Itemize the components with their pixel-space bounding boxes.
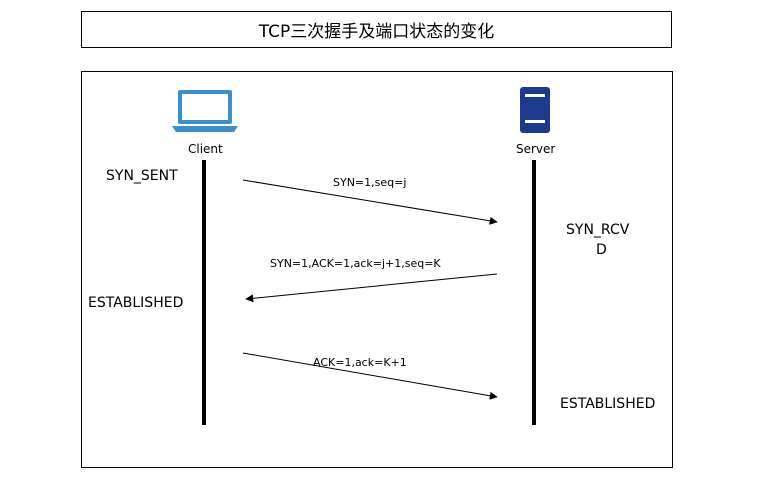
message-label-ack: ACK=1,ack=K+1 (313, 356, 407, 369)
arrow-syn-ack (245, 273, 498, 303)
diagram-title-text: TCP三次握手及端口状态的变化 (258, 22, 495, 42)
client-state-syn-sent: SYN_SENT (106, 168, 178, 184)
server-icon (520, 87, 550, 133)
server-lifeline (532, 160, 536, 425)
server-state-syn-rcvd-line2: D (596, 242, 607, 258)
client-lifeline (202, 160, 206, 425)
message-label-syn: SYN=1,seq=j (333, 176, 407, 189)
client-label: Client (188, 142, 223, 156)
arrow-ack (242, 352, 498, 400)
client-state-established: ESTABLISHED (88, 295, 184, 311)
server-state-syn-rcvd-line1: SYN_RCV (566, 222, 630, 238)
message-label-syn-ack: SYN=1,ACK=1,ack=j+1,seq=K (270, 257, 441, 270)
arrow-syn (242, 179, 498, 225)
diagram-title: TCP三次握手及端口状态的变化 (81, 11, 672, 48)
diagram-frame (81, 71, 673, 468)
server-label: Server (516, 142, 556, 156)
laptop-icon (172, 90, 238, 132)
server-state-established: ESTABLISHED (560, 396, 656, 412)
